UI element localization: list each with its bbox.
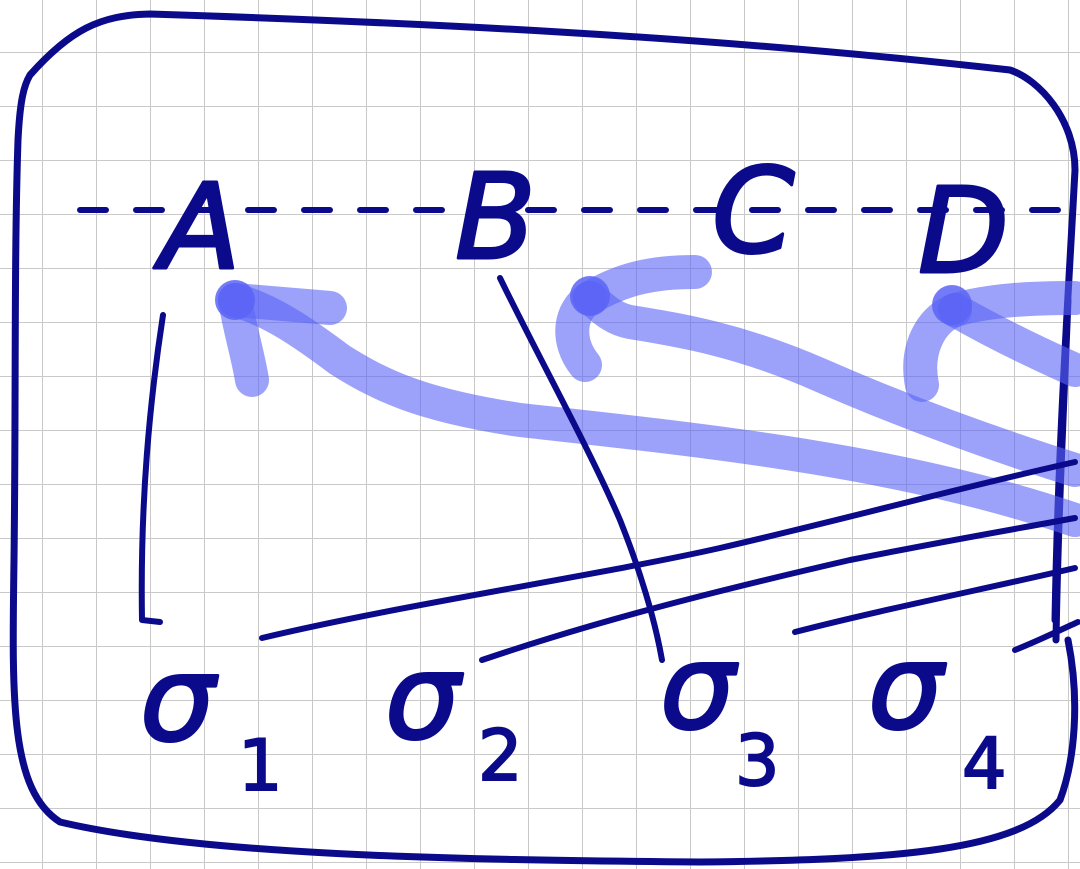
sigma-3: σ	[660, 618, 738, 756]
line-sigma3-to-b	[497, 275, 665, 663]
line-sigma1-to-d	[259, 459, 1078, 641]
highlight-dot-d	[932, 285, 972, 325]
label-a: A	[153, 158, 241, 296]
sigma-4-subscript: 4	[962, 723, 1007, 805]
line-sigma2-to-d	[479, 515, 1078, 663]
label-d: D	[918, 162, 1009, 300]
highlight-arrow-to-a	[218, 283, 1080, 537]
line-sigma4-right	[1012, 619, 1080, 653]
sigma-3-subscript: 3	[735, 720, 780, 802]
sigma-1-subscript: 1	[238, 725, 283, 807]
sigma-2-subscript: 2	[478, 715, 523, 797]
sigma-4: σ	[868, 618, 946, 756]
sigma-2: σ	[385, 628, 463, 766]
line-sigma4	[792, 565, 1078, 635]
highlight-dot-a	[215, 280, 255, 320]
highlight-arrow-to-c	[573, 281, 1080, 487]
line-sigma1-to-a	[138, 312, 166, 625]
label-c: C	[712, 142, 794, 280]
label-b: B	[455, 148, 536, 286]
sigma-1: σ	[140, 630, 218, 768]
highlight-dot-c	[570, 276, 610, 316]
